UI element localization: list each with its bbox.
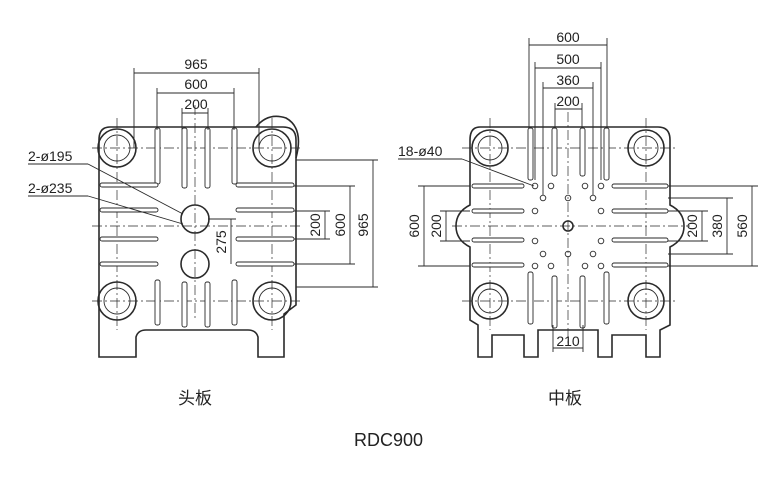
- middle-dims-right: 200 380 560: [668, 185, 758, 267]
- head-callouts: 2-ø195 2-ø235: [28, 148, 184, 225]
- middle-dims-left: 600 200: [406, 185, 470, 267]
- head-dim-600-top: 600: [184, 76, 208, 92]
- middle-dim-bottom-group: 210: [552, 325, 584, 352]
- model-label: RDC900: [354, 430, 424, 450]
- middle-dim-600-top: 600: [556, 29, 580, 45]
- head-plate-bulge: [255, 115, 300, 159]
- head-tie-bar-hole-bl: [97, 281, 137, 321]
- middle-dim-600-left: 600: [406, 214, 422, 238]
- middle-plate-caption: 中板: [548, 389, 582, 408]
- head-injection-hole-lower: [180, 249, 210, 279]
- middle-tie-bar-hole-br: [627, 282, 665, 320]
- middle-center-hole: [562, 220, 574, 232]
- head-dim-965-top: 965: [184, 56, 208, 72]
- middle-tie-bar-hole-tl: [471, 129, 509, 167]
- head-dim-965-right: 965: [355, 213, 371, 237]
- middle-ejector-holes: [531, 182, 605, 270]
- middle-dim-210-bottom: 210: [556, 333, 580, 349]
- head-t-slots-horizontal: [99, 182, 295, 267]
- middle-callout-40: 18-ø40: [398, 143, 443, 159]
- head-dim-200-top: 200: [184, 96, 208, 112]
- head-t-slots-vertical: [154, 127, 238, 328]
- head-dim-275-group: 275: [208, 218, 236, 264]
- head-tie-bar-hole-tl: [97, 128, 137, 168]
- middle-dim-560-right: 560: [734, 214, 750, 238]
- middle-callouts: 18-ø40: [398, 143, 535, 187]
- middle-dim-200-top: 200: [556, 93, 580, 109]
- middle-dim-500-top: 500: [556, 51, 580, 67]
- middle-dim-200-left: 200: [428, 214, 444, 238]
- middle-dim-360-top: 360: [556, 72, 580, 88]
- head-dim-200-right: 200: [307, 213, 323, 237]
- head-dims-top: 965 600 200: [133, 56, 260, 148]
- head-plate-outline: [98, 126, 297, 358]
- head-dim-275: 275: [213, 230, 229, 254]
- middle-plate: 600 500 360 200 600 200 200: [398, 29, 758, 358]
- middle-tie-bar-hole-tr: [627, 129, 665, 167]
- head-callout-195: 2-ø195: [28, 148, 73, 164]
- head-plate-caption: 头板: [178, 389, 212, 408]
- middle-t-slots-horizontal: [471, 183, 669, 268]
- middle-t-slots-vertical: [527, 127, 610, 329]
- head-callout-235: 2-ø235: [28, 180, 73, 196]
- middle-dim-380-right: 380: [709, 214, 725, 238]
- head-dim-600-right: 600: [332, 213, 348, 237]
- head-dims-right: 200 600 965: [294, 159, 378, 288]
- middle-dims-top: 600 500 360 200: [528, 29, 608, 195]
- middle-dim-200-right: 200: [684, 214, 700, 238]
- middle-plate-outline: [455, 126, 685, 358]
- middle-tie-bar-hole-bl: [471, 282, 509, 320]
- head-tie-bar-hole-br: [252, 281, 292, 321]
- head-plate: 965 600 200 200 600 965 275: [28, 56, 378, 358]
